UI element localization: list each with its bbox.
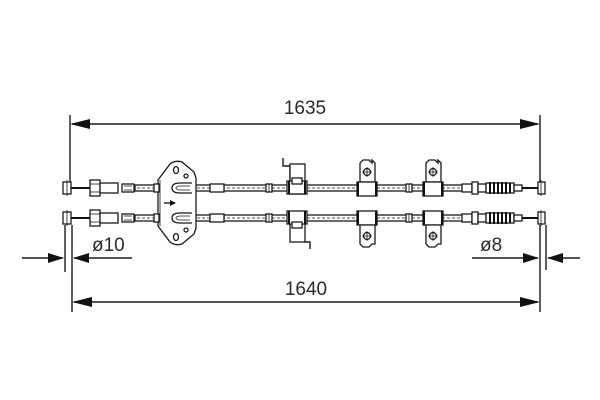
mounting-hole [172,165,180,175]
arrowhead-left-icon [72,297,92,307]
clip-grommet [356,181,378,197]
arrowhead-icon [523,253,539,263]
cable-lower [62,209,466,227]
sheath-ferrule [209,213,225,223]
dimension-bottom: 1640 [71,225,541,312]
mounting-clip-upper-1 [356,158,378,197]
arrowhead-left-icon [70,119,90,129]
flange [471,211,479,225]
dimension-label-1635: 1635 [284,98,326,119]
arrowhead-right-icon [520,119,540,129]
mounting-clip-lower-2 [422,210,444,248]
dimension-label-diameter-8: ø8 [480,235,502,256]
dimension-diameter-right: ø8 [472,225,580,270]
z-bracket-clip-upper [282,158,308,195]
flange [471,181,479,195]
sheath-ferrule [209,183,225,193]
arrowhead-icon [73,253,89,263]
end-ferrule [461,183,473,193]
rubber-boot [485,182,515,194]
end-ferrule [461,213,473,223]
arrowhead-icon [547,253,563,263]
cable-hook-lower [171,212,192,224]
crimp-sleeve [121,183,135,193]
mounting-clip-upper-2 [422,158,444,197]
right-end-fitting-upper [461,180,546,196]
equalizer-bracket [153,160,197,246]
crimp-sleeve [121,213,135,223]
ferrule-sleeve [99,212,119,224]
rubber-boot [485,212,515,224]
arrowhead-icon [48,253,64,263]
right-end-fitting-lower [461,210,546,226]
mounting-hole [172,232,180,242]
ferrule-sleeve [99,182,119,194]
z-bracket-clip-lower [286,210,311,249]
end-nut-right [537,211,546,225]
hex-nut [89,179,101,197]
clip-grommet [422,181,444,197]
cable-hook-upper [171,182,192,194]
dimension-label-1640: 1640 [285,279,327,300]
hex-nut [89,209,101,227]
bracket-plate [157,160,197,246]
dimension-top: 1635 [69,98,541,190]
mounting-clip-lower-1 [356,210,378,248]
dimension-label-diameter-10: ø10 [92,235,125,256]
clip-grommet [422,210,444,226]
clip-grommet [356,210,378,226]
cable-upper [62,179,466,197]
arrowhead-right-icon [520,297,540,307]
end-nut-right [537,181,546,195]
dimension-diameter-left: ø10 [22,225,132,272]
